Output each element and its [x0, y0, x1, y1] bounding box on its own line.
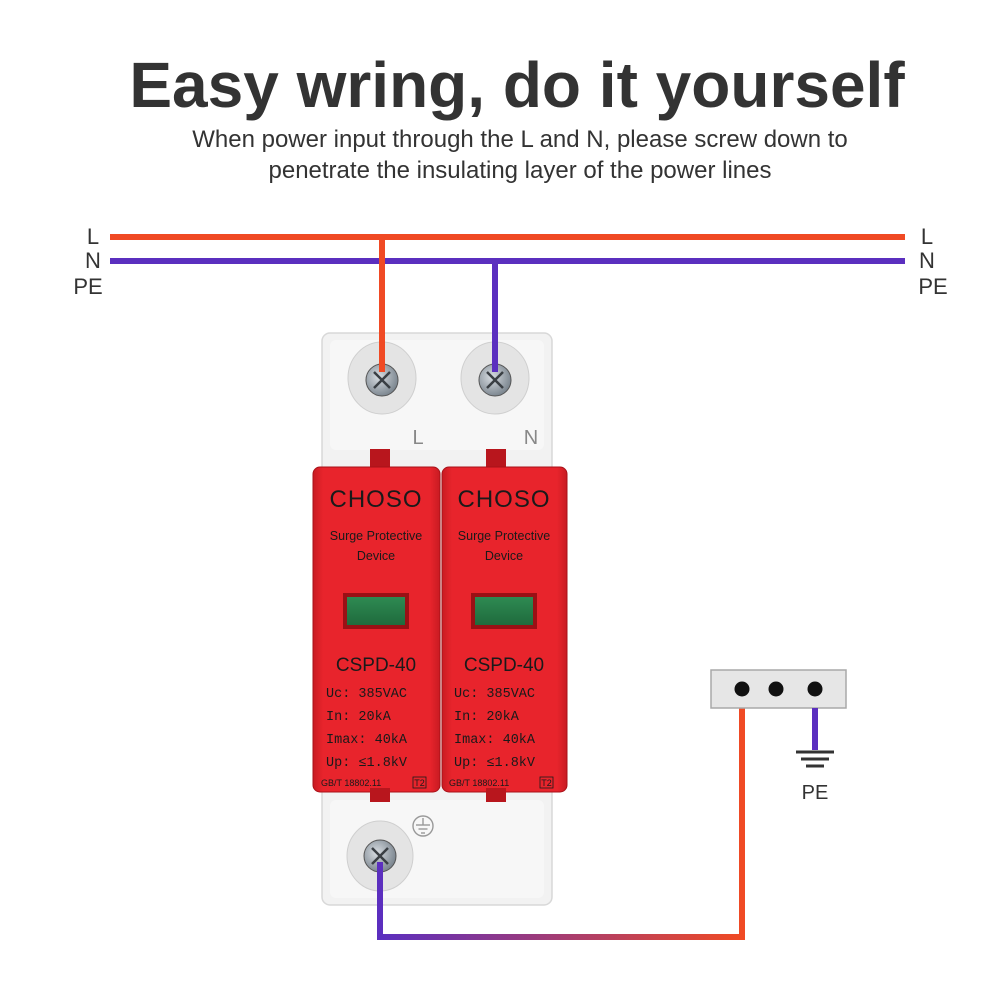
- module-1-status-window: [347, 597, 405, 625]
- wire-label-left-l: L: [87, 224, 99, 249]
- terminal-block-hole-3: [807, 681, 823, 697]
- module-1-type-line1: Surge Protective: [330, 529, 422, 543]
- module-1-badge-box: [412, 776, 427, 789]
- module-1-top-tab: [370, 449, 390, 471]
- page-subtitle-line2: penetrate the insulating layer of the po…: [269, 157, 772, 184]
- module-2-type-line2: Device: [485, 549, 523, 563]
- module-2-model: CSPD-40: [464, 655, 544, 676]
- module-1-spec-up: Up: ≤1.8kV: [326, 756, 408, 771]
- module-2-top-tab: [486, 449, 506, 471]
- module-2-spec-uc: Uc: 385VAC: [454, 687, 535, 702]
- wire-label-left-n: N: [85, 248, 101, 273]
- ground-return-wire: [377, 708, 745, 940]
- module-2-standard-badge: T2: [541, 778, 552, 788]
- module-1-type-line2: Device: [357, 549, 395, 563]
- module-1-standard-badge: T2: [414, 778, 425, 788]
- terminal-block-hole-2: [768, 681, 784, 697]
- module-2-spec-in: In: 20kA: [454, 710, 520, 725]
- module-2-spec-imax: Imax: 40kA: [454, 733, 536, 748]
- terminal-block-hole-1: [734, 681, 750, 697]
- module-2-standard: GB/T 18802.11: [449, 778, 509, 788]
- module-1-spec-in: In: 20kA: [326, 710, 392, 725]
- module-1-standard: GB/T 18802.11: [321, 778, 381, 788]
- module-2-badge-box: [539, 776, 554, 789]
- module-1-spec-uc: Uc: 385VAC: [326, 687, 407, 702]
- screw-cross-icon: [373, 371, 391, 389]
- module-2-status-window: [475, 597, 533, 625]
- module-2-type-line1: Surge Protective: [458, 529, 550, 543]
- screw-cross-icon: [371, 847, 389, 865]
- module-2-spec-up: Up: ≤1.8kV: [454, 756, 536, 771]
- terminal-label-l: L: [412, 427, 423, 449]
- module-1-brand: CHOSO: [329, 486, 422, 513]
- page-subtitle-line1: When power input through the L and N, pl…: [192, 126, 848, 153]
- wire-label-right-n: N: [919, 248, 935, 273]
- module-1-bottom-tab: [370, 788, 390, 802]
- wire-label-right-pe: PE: [918, 274, 947, 299]
- wire-label-left-pe: PE: [73, 274, 102, 299]
- earth-symbol-icon: [412, 815, 434, 837]
- wire-label-right-l: L: [921, 224, 933, 249]
- module-2-bottom-tab: [486, 788, 506, 802]
- terminal-label-n: N: [524, 427, 538, 449]
- screw-cross-icon: [486, 371, 504, 389]
- ground-symbol-icon: [796, 750, 834, 768]
- module-1-model: CSPD-40: [336, 655, 416, 676]
- page-title: Easy wring, do it yourself: [129, 49, 905, 121]
- ground-label: PE: [802, 782, 829, 804]
- module-2-brand: CHOSO: [457, 486, 550, 513]
- module-1-spec-imax: Imax: 40kA: [326, 733, 408, 748]
